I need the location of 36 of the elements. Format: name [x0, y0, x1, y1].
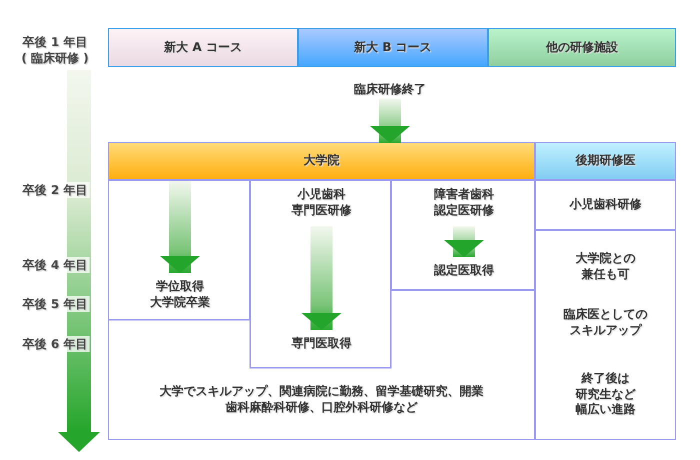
cell-text: 専門医取得	[290, 336, 352, 352]
cell-text: 障害者歯科認定医研修	[432, 187, 495, 218]
table-cell	[391, 180, 535, 290]
box-label: 後期研修医	[574, 153, 636, 169]
flow-arrow	[370, 98, 410, 143]
milestone-text: 臨床研修終了	[353, 82, 427, 98]
course-box	[488, 28, 676, 67]
box-label: 新大 B コース	[353, 40, 433, 56]
cell-text: 認定医取得	[432, 263, 495, 279]
cell-text: 臨床医としてのスキルアップ	[562, 307, 648, 338]
box-label: 大学院	[302, 153, 340, 169]
flow-arrow	[444, 226, 484, 257]
box-label: 新大 A コース	[163, 40, 243, 56]
cell-text: 終了後は研究生など幅広い進路	[574, 371, 637, 418]
course-box	[298, 28, 488, 67]
table-cell	[535, 180, 676, 230]
cell-text: 学位取得大学院卒業	[149, 279, 211, 310]
year-label: 卒後 2 年目	[20, 182, 90, 198]
year-label: ( 臨床研修 )	[19, 50, 91, 66]
course-box	[108, 28, 298, 67]
cell-text: 大学院との兼任も可	[574, 251, 636, 282]
year-label: 卒後 4 年目	[20, 257, 90, 274]
cell-text: 小児歯科専門医研修	[290, 187, 352, 218]
table-cell	[535, 230, 676, 440]
year-label: 卒後 6 年目	[20, 336, 90, 352]
cell-text: 大学でスキルアップ、関連病院に勤務、留学基礎研究、開業歯科麻酔科研修、口腔外科研修など	[158, 384, 484, 416]
table-cell	[108, 290, 535, 440]
table-cell	[250, 180, 391, 368]
cell-text: 小児歯科研修	[568, 197, 642, 213]
box-label: 他の研修施設	[544, 40, 619, 56]
header-box	[535, 142, 676, 180]
flow-arrow	[302, 226, 342, 330]
year-label: 卒後 5 年目	[20, 296, 90, 312]
header-box	[108, 142, 535, 180]
flow-arrow	[160, 181, 200, 273]
table-cell	[108, 180, 250, 320]
